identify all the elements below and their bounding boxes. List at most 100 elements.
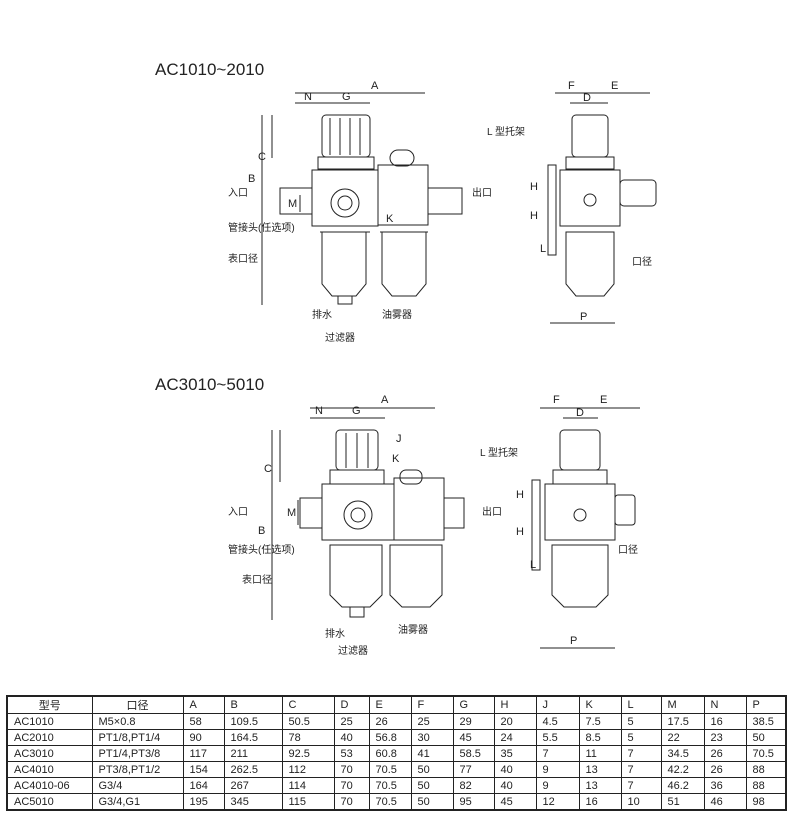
table-cell: 9 (535, 777, 580, 794)
top-title: AC1010~2010 (155, 60, 264, 79)
top-front-view (261, 92, 463, 305)
dim-e: E (600, 394, 607, 406)
dim-j: J (396, 433, 402, 445)
column-header: H (493, 695, 537, 714)
dim-h2: H (516, 526, 524, 538)
column-header: L (620, 695, 662, 714)
column-header: M (660, 695, 705, 714)
column-header: B (223, 695, 283, 714)
table-cell: 82 (452, 777, 495, 794)
table-cell: 78 (281, 729, 335, 746)
label-port: 口径 (632, 255, 652, 268)
dim-b: B (258, 525, 265, 537)
table-cell: 23 (703, 729, 747, 746)
column-header: P (745, 695, 787, 714)
table-cell: 70 (333, 777, 370, 794)
table-cell: 5 (620, 729, 662, 746)
table-cell: 117 (182, 745, 225, 762)
table-cell: 13 (578, 777, 622, 794)
column-header: 型号 (6, 695, 93, 714)
dim-m: M (287, 507, 296, 519)
column-header: D (333, 695, 370, 714)
table-cell: M5×0.8 (91, 713, 184, 730)
bottom-front-view (271, 407, 465, 620)
dim-f: F (568, 80, 575, 92)
table-cell: 9 (535, 761, 580, 778)
dim-h: H (530, 181, 538, 193)
table-cell: 7 (620, 777, 662, 794)
table-cell: 10 (620, 793, 662, 811)
table-cell: 20 (493, 713, 537, 730)
column-header: J (535, 695, 580, 714)
table-cell: 50.5 (281, 713, 335, 730)
dim-c: C (264, 463, 272, 475)
table-cell: 5 (620, 713, 662, 730)
technical-drawing: AC1010~2010 A G N B C M K 入口 出口 管接头(任选项)… (155, 60, 657, 657)
column-header: E (368, 695, 412, 714)
dim-n: N (304, 91, 312, 103)
table-cell: 90 (182, 729, 225, 746)
table-cell: 29 (452, 713, 495, 730)
dim-l: L (530, 559, 536, 571)
table-cell: 154 (182, 761, 225, 778)
dim-g: G (352, 405, 361, 417)
dim-a: A (371, 80, 379, 92)
table-cell: AC3010 (6, 745, 93, 762)
label-bracket: L 型托架 (487, 125, 525, 138)
dim-k: K (392, 453, 400, 465)
label-bracket: L 型托架 (480, 446, 518, 459)
table-cell: 114 (281, 777, 335, 794)
table-cell: 46.2 (660, 777, 705, 794)
table-cell: 98 (745, 793, 787, 811)
column-header: K (578, 695, 622, 714)
table-cell: 112 (281, 761, 335, 778)
table-cell: 42.2 (660, 761, 705, 778)
dim-f: F (553, 394, 560, 406)
dim-a: A (381, 394, 389, 406)
table-cell: 50 (410, 777, 454, 794)
table-cell: 16 (703, 713, 747, 730)
table-cell: G3/4,G1 (91, 793, 184, 811)
table-cell: 7 (620, 745, 662, 762)
dim-l: L (540, 243, 546, 255)
table-cell: AC4010 (6, 761, 93, 778)
table-cell: 50 (745, 729, 787, 746)
label-lubricator: 油雾器 (382, 308, 412, 321)
table-cell: 35 (493, 745, 537, 762)
dim-h: H (516, 489, 524, 501)
table-cell: AC1010 (6, 713, 93, 730)
dim-b: B (248, 173, 255, 185)
table-cell: 262.5 (223, 761, 283, 778)
table-cell: 53 (333, 745, 370, 762)
label-fitting: 管接头(任选项) (228, 543, 295, 556)
table-cell: 12 (535, 793, 580, 811)
dim-p: P (580, 311, 587, 323)
table-cell: 109.5 (223, 713, 283, 730)
table-cell: 95 (452, 793, 495, 811)
table-cell: 25 (333, 713, 370, 730)
table-cell: 41 (410, 745, 454, 762)
label-outlet: 出口 (472, 186, 492, 199)
table-cell: 70.5 (368, 777, 412, 794)
dim-g: G (342, 91, 351, 103)
table-cell: 70.5 (745, 745, 787, 762)
table-cell: 70 (333, 761, 370, 778)
table-cell: 92.5 (281, 745, 335, 762)
table-cell: 38.5 (745, 713, 787, 730)
column-header: N (703, 695, 747, 714)
dim-n: N (315, 405, 323, 417)
table-cell: 13 (578, 761, 622, 778)
table-cell: 40 (333, 729, 370, 746)
label-filter: 过滤器 (338, 644, 368, 657)
table-cell: 50 (410, 761, 454, 778)
table-cell: 45 (493, 793, 537, 811)
table-cell: 77 (452, 761, 495, 778)
table-cell: 58 (182, 713, 225, 730)
table-cell: PT3/8,PT1/2 (91, 761, 184, 778)
table-cell: 88 (745, 761, 787, 778)
table-cell: 36 (703, 777, 747, 794)
dim-m: M (288, 198, 297, 210)
